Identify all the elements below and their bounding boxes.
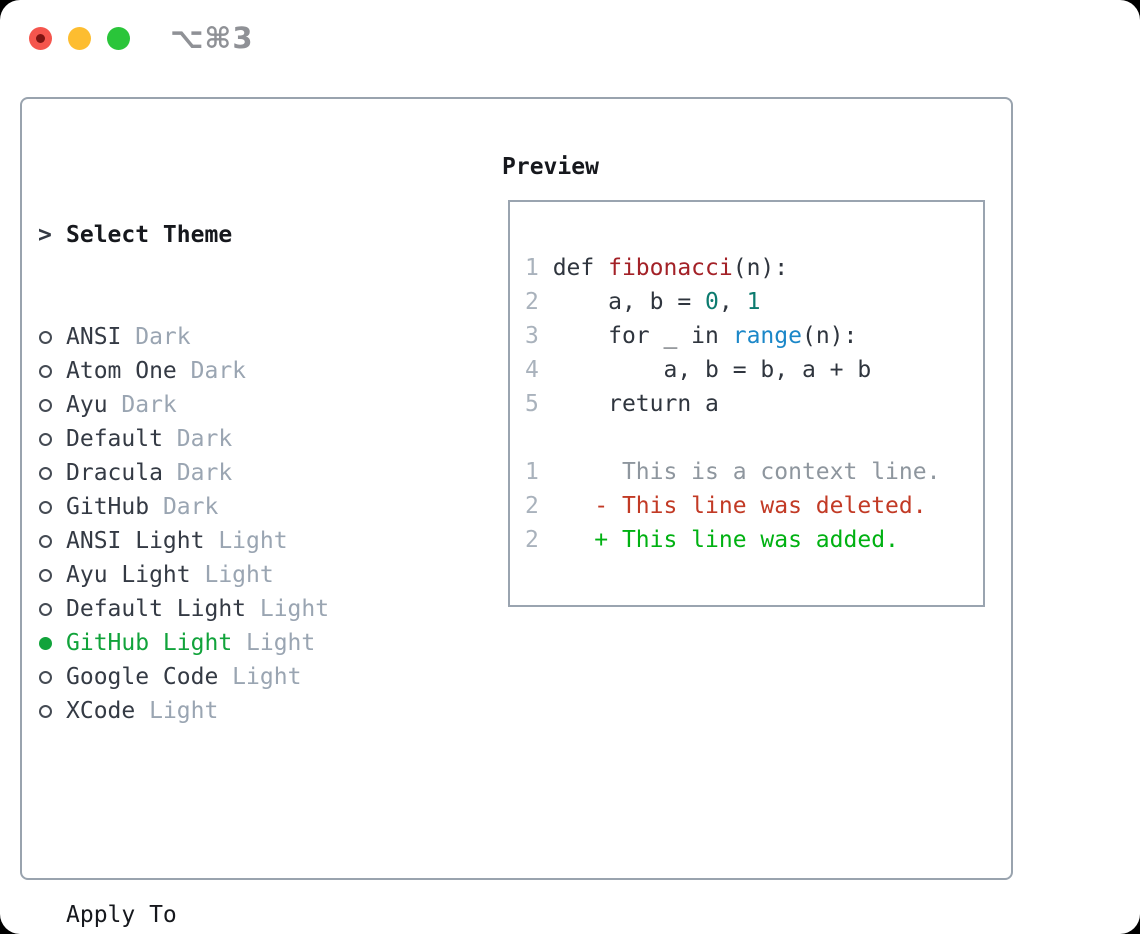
- window-title: ⌥⌘3: [170, 21, 254, 55]
- theme-option-google-code[interactable]: Google Code Light: [38, 660, 488, 694]
- code-line: 4 a, b = b, a + b: [525, 357, 872, 383]
- code-line: 2 + This line was added.: [525, 527, 899, 553]
- theme-option-label: Atom One: [66, 358, 177, 384]
- radio-icon: [39, 602, 52, 616]
- line-number: 1: [525, 459, 553, 485]
- close-icon[interactable]: [29, 26, 52, 50]
- theme-option-github[interactable]: GitHub Dark: [38, 490, 488, 524]
- preview-title: Preview: [502, 154, 599, 180]
- line-number: [525, 425, 553, 451]
- theme-variant-label: Dark: [162, 426, 233, 452]
- select-theme-header: > Select Theme: [38, 218, 488, 252]
- zoom-icon[interactable]: [107, 26, 130, 50]
- code-line: 1 def fibonacci(n):: [525, 255, 789, 281]
- theme-variant-label: Dark: [121, 324, 191, 350]
- spacer: [38, 796, 488, 830]
- radio-icon: [39, 670, 52, 684]
- theme-option-label: Ayu Light: [66, 562, 191, 588]
- theme-variant-label: Dark: [176, 358, 247, 384]
- theme-variant-label: Dark: [107, 392, 177, 418]
- code-line: 1 This is a context line.: [525, 459, 941, 485]
- radio-icon: [39, 466, 52, 480]
- theme-option-ayu[interactable]: Ayu Dark: [38, 388, 488, 422]
- theme-variant-label: Dark: [162, 460, 233, 486]
- theme-option-label: XCode: [66, 698, 136, 724]
- theme-variant-label: Dark: [149, 494, 219, 520]
- titlebar: ⌥⌘3: [29, 21, 254, 55]
- theme-option-label: GitHub: [66, 494, 150, 520]
- theme-option-label: Default Light: [66, 596, 247, 622]
- code-preview: 1 def fibonacci(n): 2 a, b = 0, 1 3 for _ …: [525, 251, 983, 557]
- line-number: 1: [525, 255, 553, 281]
- radio-icon: [39, 500, 52, 514]
- theme-variant-label: Light: [218, 664, 302, 690]
- theme-option-ayu-light[interactable]: Ayu Light Light: [38, 558, 488, 592]
- focus-caret-icon: >: [38, 222, 52, 248]
- radio-icon: [39, 364, 52, 378]
- code-line: 5 return a: [525, 391, 719, 417]
- theme-option-github-light[interactable]: GitHub Light Light: [38, 626, 488, 660]
- line-number: 5: [525, 391, 553, 417]
- line-number: 3: [525, 323, 553, 349]
- theme-option-label: Ayu: [66, 392, 108, 418]
- radio-icon: [39, 398, 52, 412]
- line-number: 4: [525, 357, 553, 383]
- theme-variant-label: Light: [135, 698, 219, 724]
- apply-to-title: Apply To: [66, 902, 177, 928]
- code-line: 2 - This line was deleted.: [525, 493, 927, 519]
- code-line: 2 a, b = 0, 1: [525, 289, 761, 315]
- apply-to-header: Apply To: [38, 898, 488, 932]
- line-number: 2: [525, 527, 553, 553]
- minimize-icon[interactable]: [68, 26, 91, 50]
- theme-variant-label: Light: [190, 562, 274, 588]
- theme-variant-label: Light: [232, 630, 316, 656]
- theme-option-default[interactable]: Default Dark: [38, 422, 488, 456]
- select-theme-title: Select Theme: [66, 222, 233, 248]
- radio-icon: [39, 432, 52, 446]
- theme-option-label: Dracula: [66, 460, 163, 486]
- theme-option-dracula[interactable]: Dracula Dark: [38, 456, 488, 490]
- theme-variant-label: Light: [204, 528, 288, 554]
- radio-icon: [39, 330, 52, 344]
- theme-option-ansi[interactable]: ANSI Dark: [38, 320, 488, 354]
- theme-option-label: GitHub Light: [66, 630, 233, 656]
- theme-option-label: ANSI: [66, 324, 122, 350]
- radio-selected-icon: [39, 636, 52, 650]
- theme-variant-label: Light: [246, 596, 330, 622]
- theme-option-ansi-light[interactable]: ANSI Light Light: [38, 524, 488, 558]
- radio-icon: [39, 568, 52, 582]
- theme-option-atom-one[interactable]: Atom One Dark: [38, 354, 488, 388]
- code-line: 3 for _ in range(n):: [525, 323, 858, 349]
- theme-option-label: Default: [66, 426, 163, 452]
- radio-icon: [39, 704, 52, 718]
- theme-option-default-light[interactable]: Default Light Light: [38, 592, 488, 626]
- theme-option-label: ANSI Light: [66, 528, 205, 554]
- line-number: 2: [525, 289, 553, 315]
- radio-icon: [39, 534, 52, 548]
- line-number: 2: [525, 493, 553, 519]
- preview-pane: 1 def fibonacci(n): 2 a, b = 0, 1 3 for _ …: [508, 200, 985, 607]
- theme-option-label: Google Code: [66, 664, 219, 690]
- theme-option-xcode[interactable]: XCode Light: [38, 694, 488, 728]
- code-line: [525, 421, 983, 455]
